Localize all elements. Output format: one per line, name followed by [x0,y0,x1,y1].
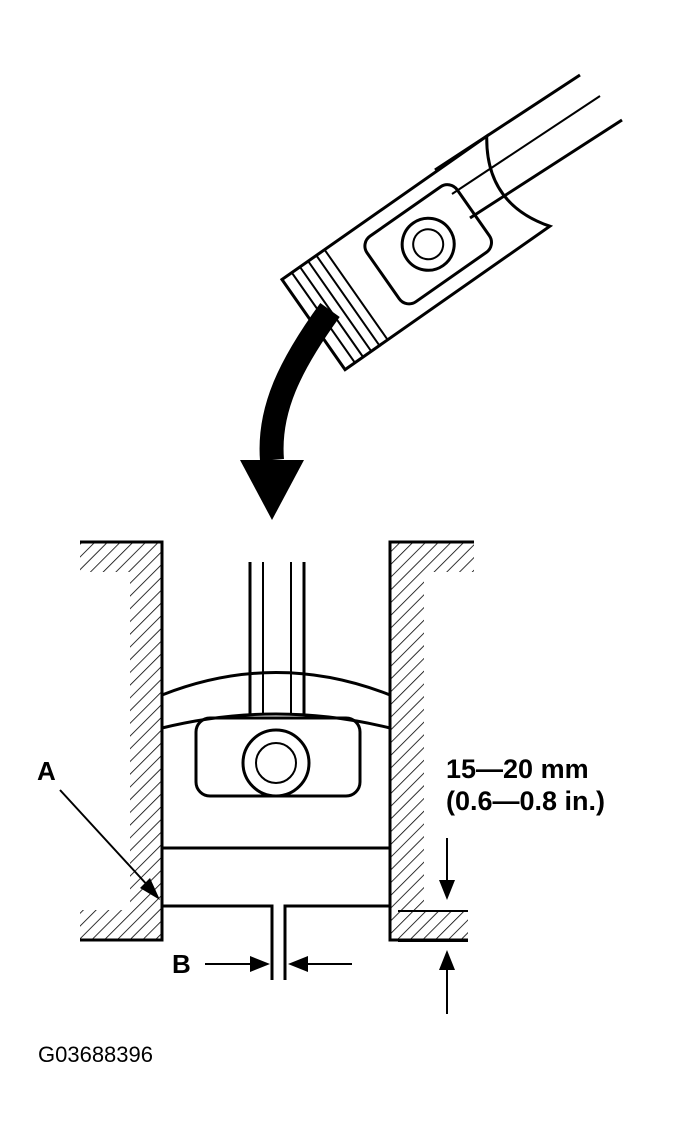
label-a-group: A [37,756,160,900]
figure-code: G03688396 [38,1042,153,1067]
label-a: A [37,756,56,786]
label-b: B [172,949,191,979]
insertion-arrow [240,302,340,520]
cylinder-block [80,540,474,942]
dimension-group: 15—20 mm (0.6—0.8 in.) [398,754,605,1014]
dimension-in: (0.6—0.8 in.) [446,786,605,816]
dimension-mm: 15—20 mm [446,754,589,784]
label-b-group: B [172,949,352,979]
piston-in-bore [161,562,391,980]
